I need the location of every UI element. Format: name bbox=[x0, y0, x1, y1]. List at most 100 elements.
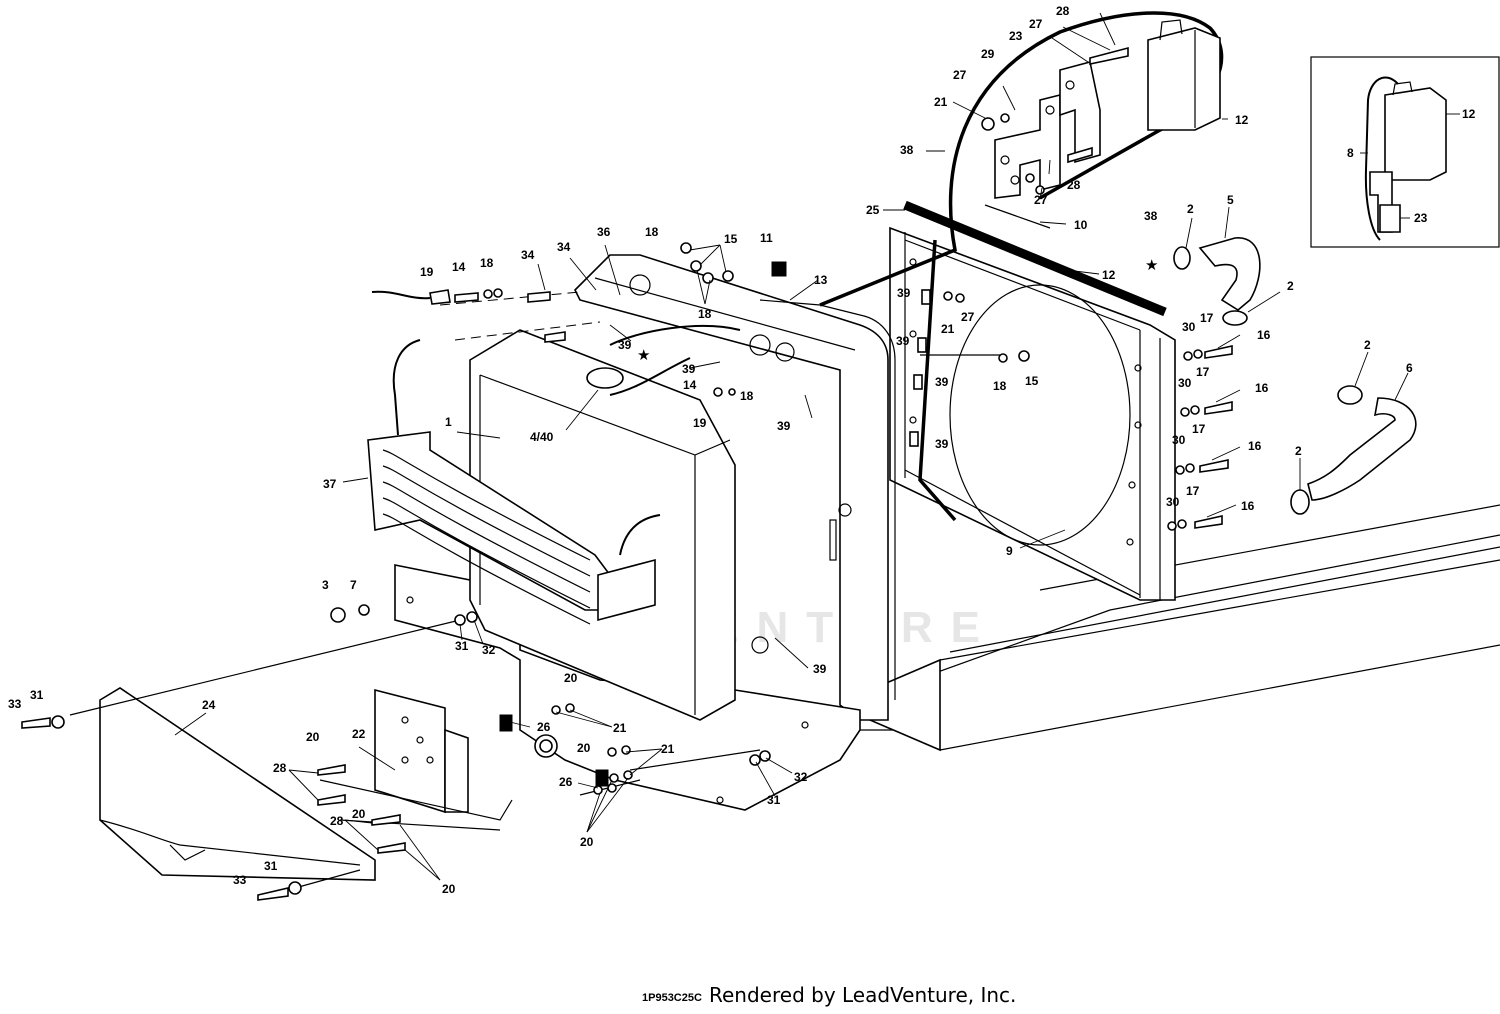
callout-31a: 31 bbox=[455, 639, 469, 653]
callout-33b: 33 bbox=[233, 873, 247, 887]
callout-39b: 39 bbox=[682, 362, 696, 376]
fan-shroud bbox=[889, 226, 1176, 601]
callout-12b: 12 bbox=[1102, 268, 1116, 282]
callout-39a: 39 bbox=[618, 338, 632, 352]
alignment-lines bbox=[69, 291, 1000, 889]
callout-21c: 21 bbox=[934, 95, 948, 109]
callout-23-inset: 23 bbox=[1414, 211, 1428, 225]
callout-15a: 15 bbox=[724, 232, 738, 246]
callout-26b: 26 bbox=[559, 775, 573, 789]
callout-28c: 28 bbox=[273, 761, 287, 775]
callout-20a: 20 bbox=[564, 671, 578, 685]
radiator-support bbox=[574, 254, 896, 721]
callout-2a: 2 bbox=[1187, 202, 1194, 216]
callout-17b: 17 bbox=[1196, 365, 1210, 379]
callout-13: 13 bbox=[814, 273, 828, 287]
hose-clamp-lower bbox=[1290, 489, 1310, 515]
oil-cooler bbox=[367, 339, 661, 625]
callout-31b: 31 bbox=[30, 688, 44, 702]
callout-16c: 16 bbox=[1248, 439, 1262, 453]
reservoir-bracket bbox=[994, 61, 1101, 199]
callout-16a: 16 bbox=[1257, 328, 1271, 342]
callout-39h: 39 bbox=[935, 437, 949, 451]
callout-17d: 17 bbox=[1186, 484, 1200, 498]
callout-39c: 39 bbox=[777, 419, 791, 433]
callout-12a: 12 bbox=[1235, 113, 1249, 127]
tube-10 bbox=[984, 204, 1051, 229]
callout-labels: 1 2 2 2 2 3 4/40 5 6 7 8 9 10 11 12 12 1… bbox=[8, 4, 1476, 896]
callout-32a: 32 bbox=[482, 643, 496, 657]
callout-21a: 21 bbox=[613, 721, 627, 735]
callout-20d: 20 bbox=[352, 807, 366, 821]
leader-lines bbox=[174, 12, 1409, 881]
callout-14a: 14 bbox=[452, 260, 466, 274]
callout-16b: 16 bbox=[1255, 381, 1269, 395]
callout-36: 36 bbox=[597, 225, 611, 239]
callout-39e: 39 bbox=[897, 286, 911, 300]
callout-30b: 30 bbox=[1178, 376, 1192, 390]
callout-31d: 31 bbox=[264, 859, 278, 873]
callout-23: 23 bbox=[1009, 29, 1023, 43]
star-symbol-left: ★ bbox=[637, 346, 650, 364]
sensor-wire-19b bbox=[609, 357, 691, 396]
callout-18e: 18 bbox=[993, 379, 1007, 393]
support-bracket bbox=[319, 688, 513, 831]
callout-21d: 21 bbox=[941, 322, 955, 336]
callout-17c: 17 bbox=[1192, 422, 1206, 436]
hose-clips-39 bbox=[909, 289, 965, 447]
callout-28d: 28 bbox=[330, 814, 344, 828]
callout-39f: 39 bbox=[896, 334, 910, 348]
callout-27a: 27 bbox=[1029, 17, 1043, 31]
callout-18a: 18 bbox=[480, 256, 494, 270]
callout-19b: 19 bbox=[693, 416, 707, 430]
callout-3: 3 bbox=[322, 578, 329, 592]
callout-15b: 15 bbox=[1025, 374, 1039, 388]
callout-12-inset: 12 bbox=[1462, 107, 1476, 121]
seal-strip bbox=[903, 200, 1167, 317]
callout-27c: 27 bbox=[1034, 193, 1048, 207]
callout-34a: 34 bbox=[521, 248, 535, 262]
callout-28a: 28 bbox=[1056, 4, 1070, 18]
callout-31c: 31 bbox=[767, 793, 781, 807]
callout-25: 25 bbox=[866, 203, 880, 217]
callout-30c: 30 bbox=[1172, 433, 1186, 447]
callout-18d: 18 bbox=[740, 389, 754, 403]
callout-28b: 28 bbox=[1067, 178, 1081, 192]
callout-22: 22 bbox=[352, 727, 366, 741]
callout-39d: 39 bbox=[813, 662, 827, 676]
overflow-hose-lower bbox=[918, 239, 957, 522]
hose-clamp-upper bbox=[1173, 246, 1191, 270]
callout-20b: 20 bbox=[306, 730, 320, 744]
callout-30a: 30 bbox=[1182, 320, 1196, 334]
diagram-code: 1P953C25C bbox=[642, 992, 702, 1004]
sensor-wire-19c bbox=[609, 325, 741, 346]
callout-27b: 27 bbox=[953, 68, 967, 82]
credit-line: Rendered by LeadVenture, Inc. bbox=[709, 983, 1017, 1007]
callout-11: 11 bbox=[760, 231, 773, 245]
callout-37: 37 bbox=[323, 477, 337, 491]
coolant-reservoir bbox=[1147, 19, 1221, 131]
hose-clamp-right bbox=[1337, 385, 1363, 405]
callout-29: 29 bbox=[981, 47, 995, 61]
callout-6: 6 bbox=[1406, 361, 1413, 375]
callout-9: 9 bbox=[1006, 544, 1013, 558]
callout-10: 10 bbox=[1074, 218, 1088, 232]
callout-2d: 2 bbox=[1295, 444, 1302, 458]
callout-26a: 26 bbox=[537, 720, 551, 734]
sensor-wire-19 bbox=[371, 290, 431, 300]
callout-1: 1 bbox=[445, 415, 452, 429]
callout-8: 8 bbox=[1347, 146, 1354, 160]
callout-20c: 20 bbox=[577, 741, 591, 755]
lower-hose bbox=[1307, 397, 1417, 501]
callout-33a: 33 bbox=[8, 697, 22, 711]
callout-14b: 14 bbox=[683, 378, 697, 392]
callout-5: 5 bbox=[1227, 193, 1234, 207]
callout-32b: 32 bbox=[794, 770, 808, 784]
sender-19 bbox=[429, 289, 451, 305]
callout-39g: 39 bbox=[935, 375, 949, 389]
callout-16d: 16 bbox=[1241, 499, 1255, 513]
radiator bbox=[469, 329, 736, 721]
callout-19a: 19 bbox=[420, 265, 434, 279]
fasteners bbox=[21, 46, 1233, 901]
